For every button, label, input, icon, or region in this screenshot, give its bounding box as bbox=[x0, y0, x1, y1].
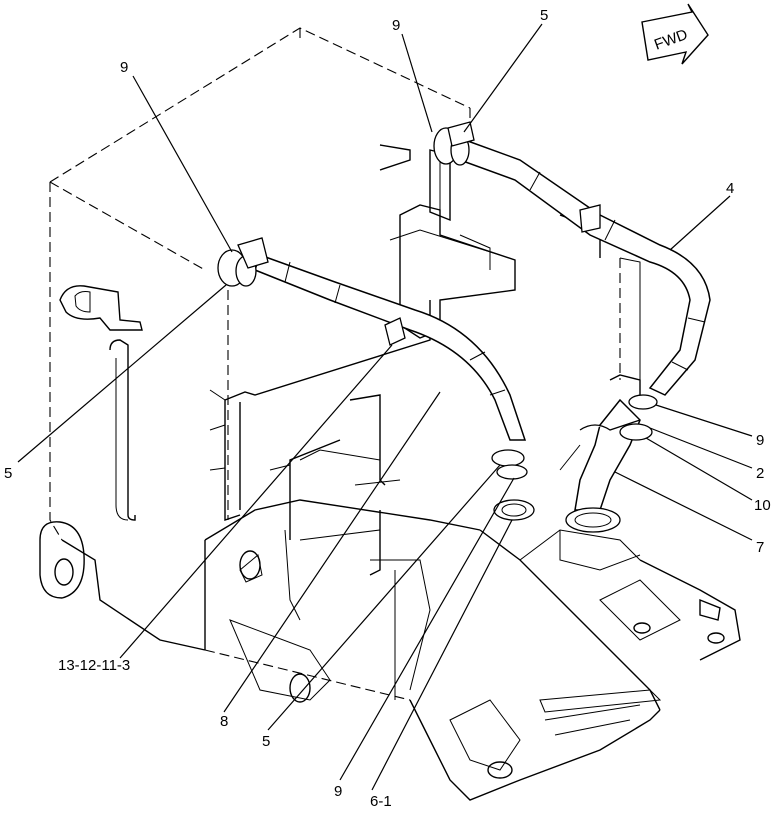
callout-9-top: 9 bbox=[392, 17, 400, 34]
phantom-housing-outline bbox=[49, 27, 621, 701]
callout-4: 4 bbox=[726, 180, 734, 197]
callout-7: 7 bbox=[756, 539, 764, 556]
left-side-bracket bbox=[59, 285, 143, 521]
center-mounting-brackets bbox=[209, 144, 641, 576]
callout-8: 8 bbox=[220, 713, 228, 730]
fwd-arrow-label: FWD bbox=[652, 26, 690, 54]
callout-5-left: 5 bbox=[4, 465, 12, 482]
fwd-arrow: FWD bbox=[641, 3, 709, 65]
callout-13-12-11-3: 13-12-11-3 bbox=[58, 657, 130, 674]
callout-labels: 9 9 5 4 5 9 2 10 7 13-12-11-3 8 5 9 6-1 bbox=[4, 7, 771, 810]
callout-9-bottom: 9 bbox=[334, 783, 342, 800]
callout-6-1: 6-1 bbox=[370, 793, 392, 810]
hose-upper-right bbox=[459, 139, 711, 396]
hose-upper-left bbox=[254, 254, 527, 441]
leader-lines bbox=[17, 23, 753, 791]
callout-10: 10 bbox=[754, 497, 771, 514]
callout-5-top: 5 bbox=[540, 7, 548, 24]
callout-9-right: 9 bbox=[756, 432, 764, 449]
callout-5-bottom: 5 bbox=[262, 733, 270, 750]
tank-frame-body bbox=[39, 499, 741, 801]
callout-2: 2 bbox=[756, 465, 764, 482]
hose-lower-right-elbow bbox=[559, 398, 641, 533]
callout-9-top-left: 9 bbox=[120, 59, 128, 76]
